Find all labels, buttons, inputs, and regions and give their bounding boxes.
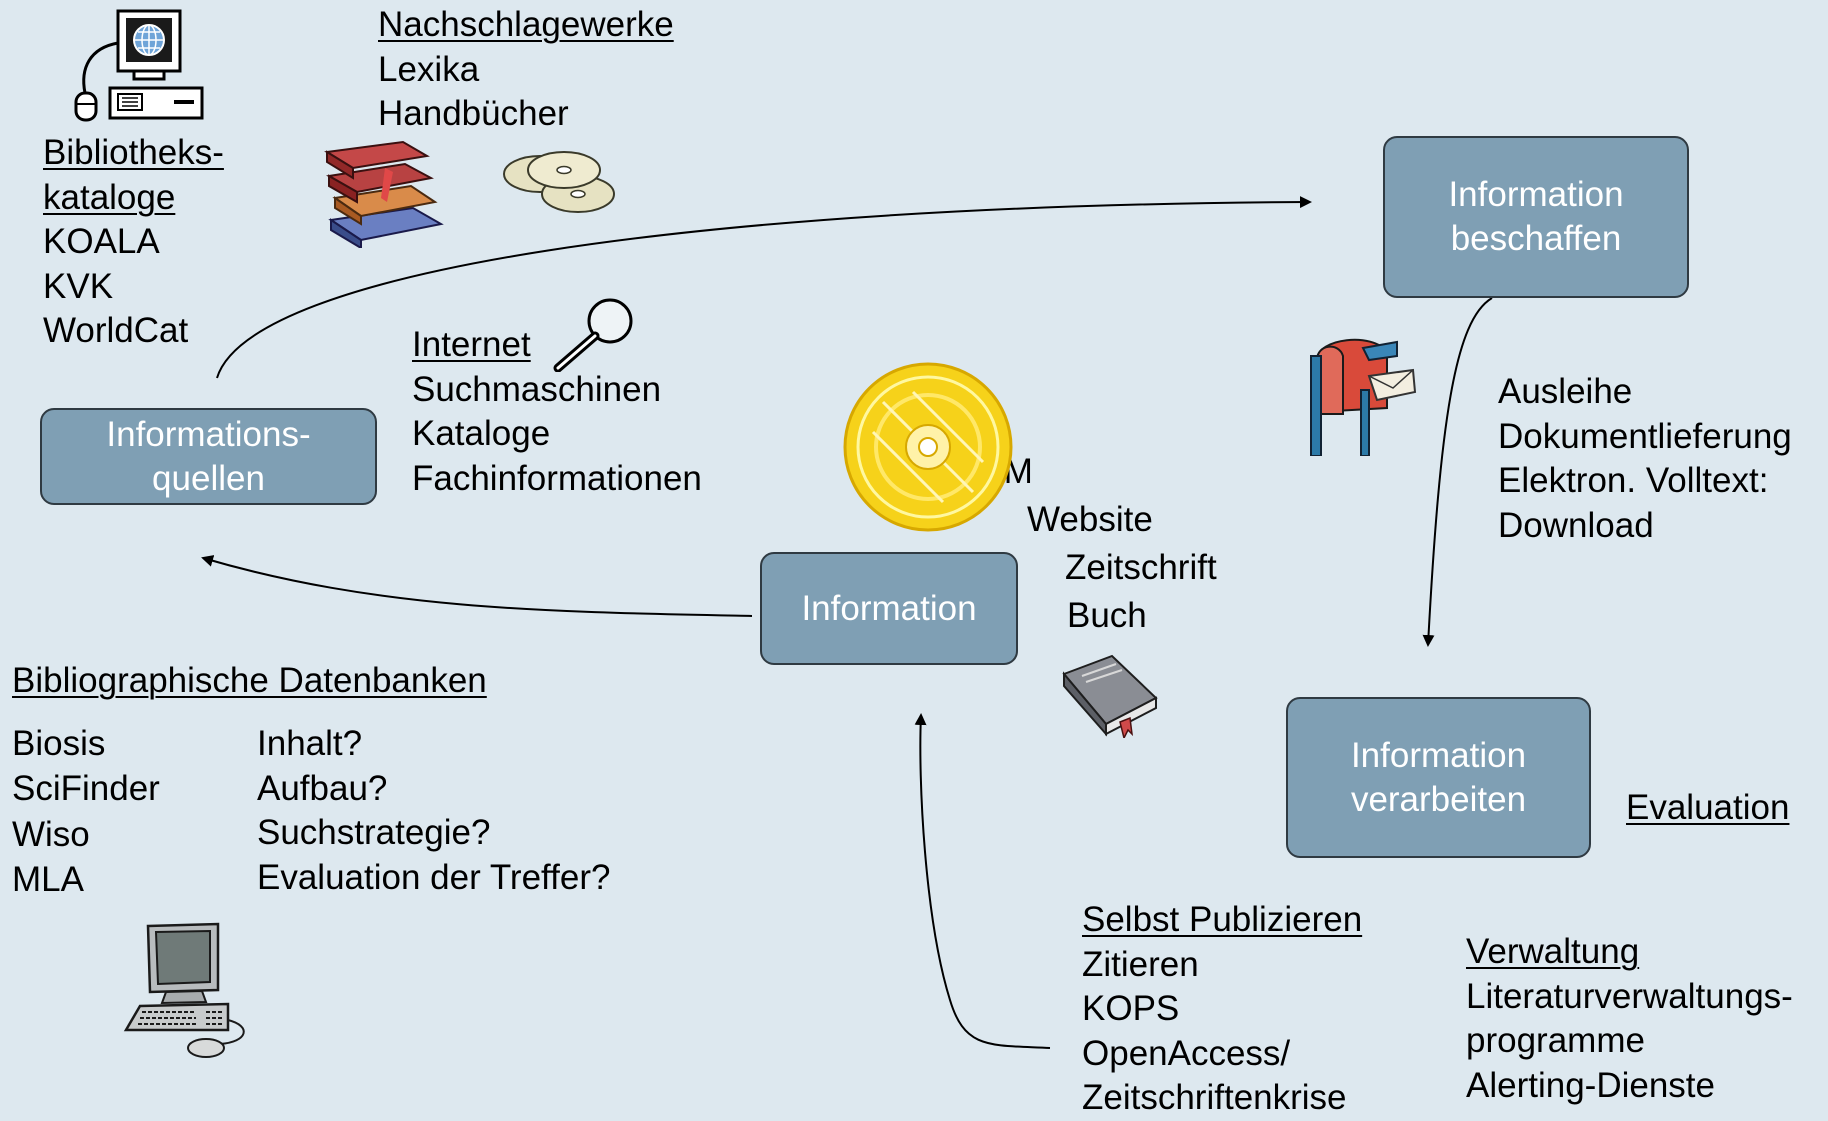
publizieren-item: Zeitschriftenkrise — [1082, 1078, 1347, 1117]
box-information-beschaffen: Information beschaffen — [1383, 136, 1689, 298]
kataloge-item: KVK — [43, 266, 114, 306]
desktop-computer-icon — [123, 922, 245, 1058]
internet-heading: Internet — [412, 325, 531, 364]
publizieren-heading: Selbst Publizieren — [1082, 900, 1363, 939]
nachschlagewerke-heading: Nachschlagewerke — [378, 5, 674, 44]
beschaffung-block: Ausleihe Dokumentlieferung Elektron. Vol… — [1498, 370, 1792, 548]
database-item: Wiso — [12, 815, 90, 854]
box-verarbeiten-line-1: Information — [1350, 735, 1527, 775]
beschaffung-item: Elektron. Volltext: — [1498, 461, 1769, 500]
box-informationsquellen-line-1: Informations- — [106, 414, 311, 454]
book-icon — [1062, 654, 1158, 738]
beschaffung-item: Dokumentlieferung — [1498, 416, 1792, 456]
question-item: Inhalt? — [257, 724, 363, 763]
box-verarbeiten-line-2: verarbeiten — [1350, 779, 1527, 819]
cdrom-disc-icon — [843, 362, 1013, 532]
box-information-verarbeiten: Information verarbeiten — [1286, 697, 1591, 858]
media-zeitschrift-label: Zeitschrift — [1065, 548, 1217, 587]
arrow-quellen-to-beschaffen — [216, 196, 1312, 379]
question-item: Evaluation der Treffer? — [257, 857, 611, 897]
evaluation-label: Evaluation — [1626, 786, 1789, 831]
internet-item: Kataloge — [412, 414, 551, 453]
kataloge-heading-1: Bibliotheks- — [43, 133, 224, 172]
box-informationsquellen: Informations- quellen — [40, 408, 377, 505]
kataloge-item: KOALA — [43, 222, 160, 261]
cd-discs-icon — [503, 151, 615, 213]
internet-item: Fachinformationen — [412, 458, 702, 498]
box-information: Information — [760, 552, 1018, 665]
magnifier-icon — [553, 298, 633, 372]
bibliographische-heading: Bibliographische Datenbanken — [12, 659, 487, 704]
mailbox-icon — [1310, 338, 1417, 456]
verwaltung-item: Alerting-Dienste — [1466, 1065, 1715, 1105]
arrow-beschaffen-to-verarbeiten — [1422, 297, 1493, 647]
box-beschaffen-line-1: Information — [1448, 175, 1624, 214]
kataloge-item: WorldCat — [43, 311, 189, 350]
books-stack-icon — [324, 140, 444, 248]
beschaffung-item: Ausleihe — [1498, 372, 1633, 411]
nachschlagewerke-item: Handbücher — [378, 94, 569, 133]
arrow-information-to-quellen — [201, 555, 753, 617]
verwaltung-heading: Verwaltung — [1466, 932, 1640, 971]
beschaffung-item: Download — [1498, 505, 1654, 545]
internet-item: Suchmaschinen — [412, 369, 662, 409]
database-item: MLA — [12, 859, 84, 899]
verwaltung-item: programme — [1466, 1021, 1645, 1060]
box-informationsquellen-line-2: quellen — [152, 458, 265, 498]
evaluation-text: Evaluation — [1626, 788, 1790, 827]
kataloge-heading-2: kataloge — [43, 177, 176, 217]
question-item: Aufbau? — [257, 768, 388, 808]
nachschlagewerke-block: Nachschlagewerke Lexika Handbücher — [378, 3, 674, 137]
bibliographische-heading-text: Bibliographische Datenbanken — [12, 661, 487, 700]
publizieren-item: KOPS — [1082, 989, 1180, 1028]
databases-list: Biosis SciFinder Wiso MLA — [12, 722, 160, 902]
verwaltung-block: Verwaltung Literaturverwaltungs- program… — [1466, 930, 1793, 1108]
arrow-publizieren-to-information — [914, 713, 1051, 1049]
box-information-line-1: Information — [801, 588, 977, 628]
media-website-label: Website — [1027, 500, 1153, 539]
publizieren-item: OpenAccess/ — [1082, 1033, 1291, 1073]
computer-globe-icon — [74, 9, 204, 122]
publizieren-block: Selbst Publizieren Zitieren KOPS OpenAcc… — [1082, 898, 1362, 1121]
box-beschaffen-line-2: beschaffen — [1450, 219, 1622, 258]
database-item: SciFinder — [12, 768, 160, 808]
media-buch-label: Buch — [1067, 596, 1147, 635]
publizieren-item: Zitieren — [1082, 944, 1199, 984]
questions-list: Inhalt? Aufbau? Suchstrategie? Evaluatio… — [257, 722, 610, 900]
database-item: Biosis — [12, 724, 106, 763]
kataloge-block: Bibliotheks- kataloge KOALA KVK WorldCat — [43, 131, 224, 354]
nachschlagewerke-item: Lexika — [378, 49, 480, 89]
question-item: Suchstrategie? — [257, 813, 491, 852]
verwaltung-item: Literaturverwaltungs- — [1466, 976, 1793, 1016]
internet-block: Internet Suchmaschinen Kataloge Fachinfo… — [412, 323, 702, 501]
